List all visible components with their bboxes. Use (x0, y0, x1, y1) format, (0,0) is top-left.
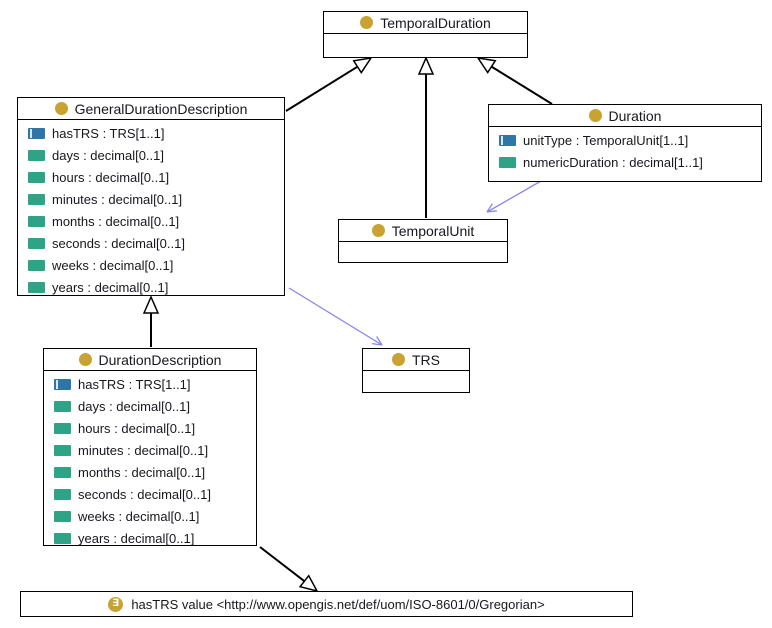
attribute-text: unitType : TemporalUnit[1..1] (523, 132, 689, 148)
edge-durationdescription-to-note (259, 546, 319, 593)
attribute-text: seconds : decimal[0..1] (52, 235, 185, 251)
class-header[interactable]: GeneralDurationDescription (18, 98, 284, 120)
edge-generalization-durationdescription-to-gdd (142, 295, 160, 347)
attribute-row: unitType : TemporalUnit[1..1] (489, 129, 761, 151)
attribute-row: minutes : decimal[0..1] (44, 439, 256, 461)
data-property-icon (28, 171, 45, 183)
attribute-row: seconds : decimal[0..1] (44, 483, 256, 505)
class-name: TemporalUnit (391, 222, 475, 239)
class-name: TRS (412, 351, 440, 368)
class-icon (392, 353, 405, 366)
class-header[interactable]: Duration (489, 105, 761, 127)
class-attributes-compartment: unitType : TemporalUnit[1..1] numericDur… (489, 127, 761, 173)
edge-generalization-temporalunit-to-temporalduration (417, 56, 435, 218)
attribute-row: hours : decimal[0..1] (18, 166, 284, 188)
class-attributes-compartment: hasTRS : TRS[1..1] days : decimal[0..1] … (44, 371, 256, 549)
data-property-icon (28, 237, 45, 249)
class-box-duration[interactable]: Duration unitType : TemporalUnit[1..1] n… (488, 104, 762, 182)
object-property-icon (499, 134, 516, 146)
data-property-icon (54, 422, 71, 434)
attribute-text: days : decimal[0..1] (78, 398, 190, 414)
attribute-text: months : decimal[0..1] (52, 213, 180, 229)
data-property-icon (54, 444, 71, 456)
attribute-row: months : decimal[0..1] (44, 461, 256, 483)
attribute-text: years : decimal[0..1] (52, 279, 169, 295)
attribute-text: weeks : decimal[0..1] (78, 508, 200, 524)
attribute-text: weeks : decimal[0..1] (52, 257, 174, 273)
class-icon (371, 224, 385, 237)
attribute-text: years : decimal[0..1] (78, 530, 195, 546)
class-attributes-compartment (339, 242, 507, 244)
data-property-icon (54, 510, 71, 522)
edge-reference-duration-to-temporalunit (486, 180, 542, 213)
data-property-icon (54, 400, 71, 412)
object-property-icon (54, 378, 71, 390)
data-property-icon (28, 193, 45, 205)
note-text: hasTRS value <http://www.opengis.net/def… (131, 596, 545, 612)
attribute-text: minutes : decimal[0..1] (78, 442, 209, 458)
attribute-text: days : decimal[0..1] (52, 147, 164, 163)
class-box-generaldurationdescription[interactable]: GeneralDurationDescription hasTRS : TRS[… (17, 97, 285, 296)
attribute-row: weeks : decimal[0..1] (44, 505, 256, 527)
attribute-row: years : decimal[0..1] (18, 276, 284, 298)
data-property-icon (54, 466, 71, 478)
attribute-row: years : decimal[0..1] (44, 527, 256, 549)
class-name: TemporalDuration (380, 14, 491, 31)
class-name: GeneralDurationDescription (74, 100, 248, 117)
attribute-text: seconds : decimal[0..1] (78, 486, 211, 502)
restriction-icon: ∃ (108, 596, 124, 612)
attribute-text: hours : decimal[0..1] (52, 169, 170, 185)
attribute-row: weeks : decimal[0..1] (18, 254, 284, 276)
edge-reference-gdd-to-trs (288, 287, 383, 346)
attribute-text: hasTRS : TRS[1..1] (52, 125, 165, 141)
class-header[interactable]: TRS (363, 349, 469, 371)
attribute-row: days : decimal[0..1] (44, 395, 256, 417)
class-icon (78, 353, 92, 366)
class-box-temporalunit[interactable]: TemporalUnit (338, 219, 508, 263)
class-icon (588, 109, 602, 122)
edge-generalization-duration-to-temporalduration (476, 56, 553, 105)
class-attributes-compartment (363, 371, 469, 373)
data-property-icon (499, 156, 516, 168)
attribute-text: minutes : decimal[0..1] (52, 191, 183, 207)
data-property-icon (28, 259, 45, 271)
hastrs-value-note[interactable]: ∃ hasTRS value <http://www.opengis.net/d… (20, 591, 633, 617)
data-property-icon (28, 215, 45, 227)
attribute-text: months : decimal[0..1] (78, 464, 206, 480)
data-property-icon (54, 488, 71, 500)
object-property-icon (28, 127, 45, 139)
attribute-row: numericDuration : decimal[1..1] (489, 151, 761, 173)
attribute-row: hours : decimal[0..1] (44, 417, 256, 439)
class-box-durationdescription[interactable]: DurationDescription hasTRS : TRS[1..1] d… (43, 348, 257, 546)
attribute-text: hours : decimal[0..1] (78, 420, 196, 436)
class-name: DurationDescription (98, 351, 222, 368)
class-header[interactable]: TemporalDuration (324, 12, 527, 34)
attribute-row: minutes : decimal[0..1] (18, 188, 284, 210)
class-name: Duration (608, 107, 662, 124)
class-attributes-compartment: hasTRS : TRS[1..1] days : decimal[0..1] … (18, 120, 284, 298)
data-property-icon (28, 149, 45, 161)
attribute-text: hasTRS : TRS[1..1] (78, 376, 191, 392)
class-header[interactable]: TemporalUnit (339, 220, 507, 242)
class-box-temporalduration[interactable]: TemporalDuration (323, 11, 528, 58)
class-icon (360, 16, 374, 29)
attribute-row: months : decimal[0..1] (18, 210, 284, 232)
class-header[interactable]: DurationDescription (44, 349, 256, 371)
attribute-row: hasTRS : TRS[1..1] (18, 122, 284, 144)
class-icon (54, 102, 68, 115)
attribute-row: seconds : decimal[0..1] (18, 232, 284, 254)
data-property-icon (28, 281, 45, 293)
class-box-trs[interactable]: TRS (362, 348, 470, 393)
class-attributes-compartment (324, 34, 527, 36)
attribute-row: days : decimal[0..1] (18, 144, 284, 166)
data-property-icon (54, 532, 71, 544)
edge-generalization-gdd-to-temporalduration (285, 56, 373, 112)
attribute-row: hasTRS : TRS[1..1] (44, 373, 256, 395)
attribute-text: numericDuration : decimal[1..1] (523, 154, 703, 170)
